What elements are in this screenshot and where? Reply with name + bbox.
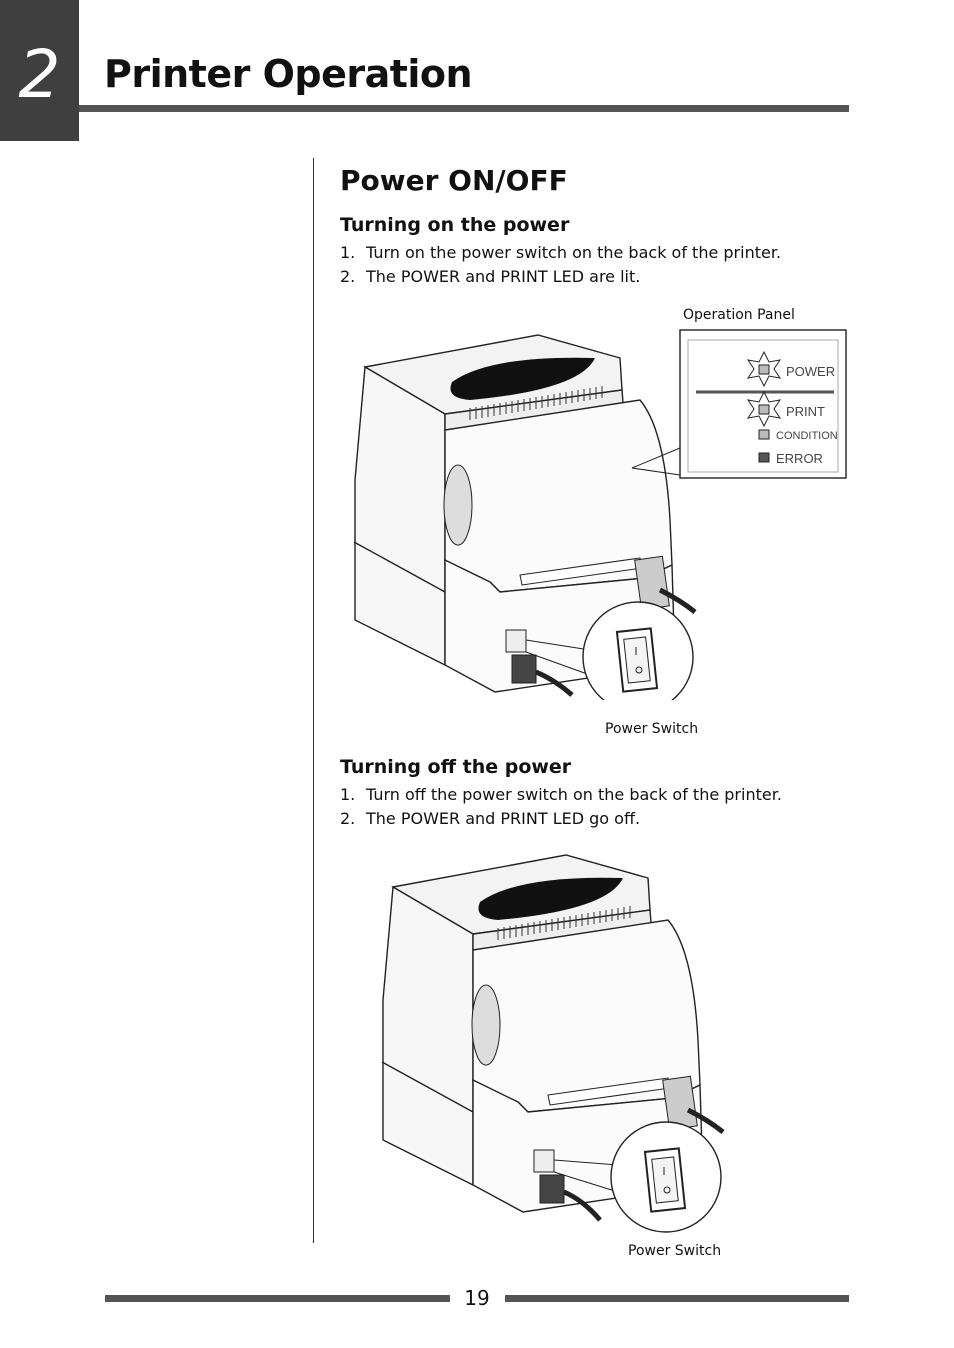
step-number: 2. — [340, 267, 356, 286]
list-item: 2. The POWER and PRINT LED are lit. — [340, 265, 781, 289]
power-off-steps: 1. Turn off the power switch on the back … — [340, 783, 782, 831]
step-number: 1. — [340, 785, 356, 804]
footer-rule-right — [505, 1295, 849, 1302]
step-number: 2. — [340, 809, 356, 828]
step-text: Turn on the power switch on the back of … — [366, 243, 782, 262]
operation-panel-caption: Operation Panel — [683, 307, 795, 323]
panel-label-print: PRINT — [786, 404, 825, 419]
panel-label-error: ERROR — [776, 451, 823, 466]
step-number: 1. — [340, 243, 356, 262]
power-on-steps: 1. Turn on the power switch on the back o… — [340, 241, 781, 289]
power-on-heading: Turning on the power — [340, 214, 570, 236]
list-item: 1. Turn off the power switch on the back … — [340, 783, 782, 807]
step-text: Turn off the power switch on the back of… — [366, 785, 782, 804]
panel-label-power: POWER — [786, 364, 835, 379]
chapter-tab: 2 — [0, 0, 79, 141]
chapter-title: Printer Operation — [104, 52, 473, 96]
panel-label-condition: CONDITION — [776, 430, 838, 442]
page-number: 19 — [464, 1286, 490, 1310]
power-switch-caption-on: Power Switch — [605, 721, 699, 737]
header-rule — [79, 105, 849, 112]
printer-power-off-illustration — [381, 854, 725, 1233]
column-divider — [313, 158, 314, 1243]
printer-power-on-illustration: POWER PRINT CONDITION ERROR — [353, 329, 847, 700]
power-switch-caption-off: Power Switch — [628, 1243, 722, 1259]
list-item: 2. The POWER and PRINT LED go off. — [340, 807, 782, 831]
section-title: Power ON/OFF — [340, 164, 568, 197]
chapter-number: 2 — [18, 36, 61, 113]
footer-rule-left — [105, 1295, 450, 1302]
step-text: The POWER and PRINT LED go off. — [366, 809, 641, 828]
power-off-heading: Turning off the power — [340, 756, 572, 778]
list-item: 1. Turn on the power switch on the back o… — [340, 241, 781, 265]
step-text: The POWER and PRINT LED are lit. — [366, 267, 641, 286]
